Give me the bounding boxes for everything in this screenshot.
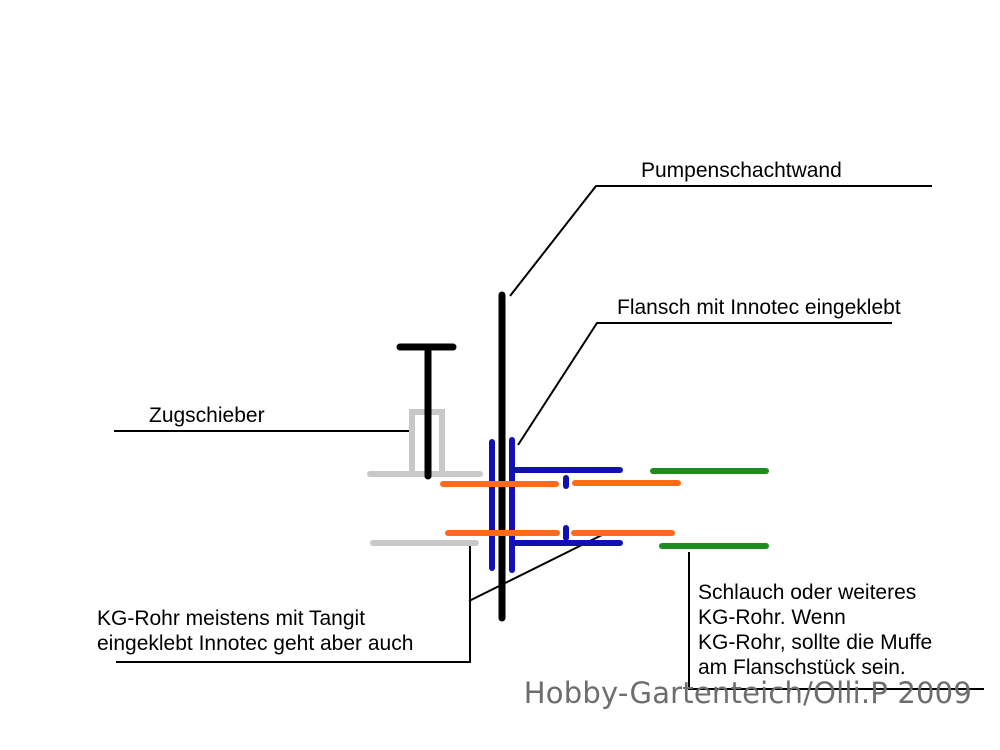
leader-line-kg-rohr (116, 543, 471, 663)
label-kg-rohr-line-2: eingeklebt Innotec geht aber auch (97, 632, 414, 655)
label-schlauch-line-4: am Flanschstück sein. (698, 656, 906, 679)
label-schlauch-line-1: Schlauch oder weiteres (698, 581, 917, 604)
label-kg-rohr: KG-Rohr meistens mit Tangit eingeklebt I… (97, 606, 413, 656)
schlauch-hose (650, 468, 769, 549)
label-schlauch-line-3: KG-Rohr, sollte die Muffe (698, 631, 933, 654)
label-flansch: Flansch mit Innotec eingeklebt (617, 296, 901, 319)
leader-line-flansch (517, 322, 892, 446)
label-zugschieber: Zugschieber (149, 404, 265, 427)
label-pumpenschachtwand: Pumpenschachtwand (641, 159, 842, 182)
t-handle (396, 343, 457, 480)
label-schlauch-line-2: KG-Rohr. Wenn (698, 606, 846, 629)
label-kg-rohr-line-1: KG-Rohr meistens mit Tangit (97, 607, 366, 630)
leader-lines (114, 185, 984, 690)
leader-line-schlauch (688, 552, 984, 690)
kg-rohr-pipe (440, 480, 681, 536)
label-schlauch: Schlauch oder weiteres KG-Rohr. Wenn KG-… (698, 580, 932, 680)
flansch-flange (489, 437, 623, 573)
leader-line-pumpenschachtwand (509, 185, 932, 297)
watermark: Hobby-Gartenteich/Olli.P 2009 (523, 676, 972, 710)
